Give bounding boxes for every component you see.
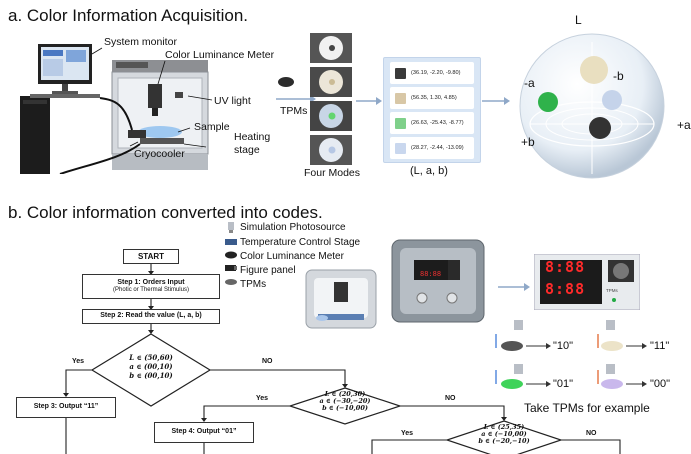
display-top-digits: 8:88	[545, 258, 586, 276]
legend-meter: Color Luminance Meter	[240, 251, 344, 262]
d2-line-L: L ∈ (20,30)	[324, 390, 366, 398]
d3-no: NO	[586, 430, 597, 437]
tpm-state-00	[601, 379, 623, 389]
heating-label-1: Heating	[234, 131, 271, 143]
cryocooler-unit	[20, 96, 50, 174]
arrow-to-lab	[356, 97, 382, 105]
d1-yes: Yes	[72, 358, 85, 365]
flowchart-connectors	[63, 264, 621, 454]
lab-row-1: (36.19, -2.20, -9.80)	[390, 62, 474, 84]
section-a-title: a. Color Information Acquisition.	[8, 6, 249, 25]
d2-no: NO	[445, 395, 456, 402]
legend-panel: Figure panel	[240, 265, 296, 276]
meter-shape	[148, 84, 162, 108]
stage-icon	[225, 239, 237, 245]
tpm-state-10	[501, 341, 523, 351]
tpm-state-01	[501, 379, 523, 389]
d2-line-a: a ∈ (−30,−20)	[319, 396, 371, 405]
code-examples-graphics	[495, 320, 647, 389]
meter-label: Color Luminance Meter	[165, 49, 275, 61]
d3-yes: Yes	[401, 430, 414, 437]
meter-icon	[225, 251, 237, 259]
cryocooler-label: Cryocooler	[134, 148, 185, 160]
bulb-icon	[228, 222, 234, 233]
tpms-label: TPMs	[280, 105, 308, 117]
tpm-icon	[225, 279, 237, 285]
d1-line-b: b ∈ (00,10)	[129, 370, 173, 380]
d2-line-b: b ∈ (−10,00)	[322, 403, 368, 412]
start-node: START	[123, 249, 179, 264]
step2-node: Step 2: Read the value (L, a, b)	[82, 309, 220, 324]
sphere-ball-blue	[602, 90, 622, 110]
d2-yes: Yes	[256, 395, 269, 402]
axis-L-label: L	[575, 13, 582, 27]
legend-tpms: TPMs	[240, 279, 267, 290]
step4-node: Step 4: Output “01”	[154, 422, 254, 443]
decision-3-text: L ∈ (25,35) a ∈ (−10,00) b ∈ (−20,−10)	[464, 424, 544, 444]
lab-value-1: (36.19, -2.20, -9.80)	[411, 70, 461, 76]
axis-neg-b-label: -b	[613, 69, 624, 83]
lab-setup-illustration	[20, 44, 213, 174]
step1-node: Step 1: Orders Input (Photic or Thermal …	[82, 274, 220, 299]
display-bottom-digits: 8:88	[545, 280, 586, 298]
step1-subtitle: (Photic or Thermal Stimulus)	[113, 287, 189, 294]
decision-2-text: L ∈ (20,30) a ∈ (−30,−20) b ∈ (−10,00)	[305, 391, 385, 411]
step1-title: Step 1: Orders Input	[117, 279, 185, 287]
sphere-ball-dark	[589, 117, 611, 139]
lab-row-4: (28.27, -2.44, -13.09)	[390, 137, 474, 159]
lab-swatch-2	[395, 92, 406, 104]
lab-swatch-4	[395, 142, 406, 154]
lab-values-panel: (36.19, -2.20, -9.80) (56.35, 1.30, 4.85…	[383, 57, 481, 163]
lab-value-4: (28.27, -2.44, -13.09)	[411, 145, 464, 151]
lab-value-2: (56.35, 1.30, 4.85)	[411, 95, 457, 101]
lab-row-2: (56.35, 1.30, 4.85)	[390, 87, 474, 109]
code-00: "00"	[650, 378, 671, 390]
code-10: "10"	[553, 340, 574, 352]
four-modes-label: Four Modes	[304, 167, 361, 179]
figure-panel-display	[534, 254, 640, 310]
controller-digits: 88:88	[420, 270, 442, 278]
system-monitor-label: System monitor	[104, 36, 177, 48]
lab-value-3: (26.63, -25.43, -8.77)	[411, 120, 464, 126]
lab-swatch-3	[395, 117, 406, 129]
four-modes-photos	[310, 33, 352, 165]
step3-node: Step 3: Output “11”	[16, 397, 116, 418]
lab-label: (L, a, b)	[410, 165, 448, 177]
display-caption: TPMs	[606, 288, 618, 293]
code-01: "01"	[553, 378, 574, 390]
d3-line-a: a ∈ (−10,00)	[481, 429, 527, 438]
d1-line-L: L ∈ (50,60)	[129, 353, 173, 362]
arrow-to-sphere	[482, 97, 510, 105]
lab-color-sphere	[519, 33, 665, 179]
legend-icons	[225, 222, 237, 285]
axis-pos-b-label: +b	[521, 135, 535, 149]
decision-1	[90, 333, 212, 407]
devices-illustration	[305, 239, 485, 329]
tpm-state-11	[601, 341, 623, 351]
lab-swatch-1	[395, 67, 406, 79]
axis-neg-a-label: -a	[524, 76, 535, 90]
d1-line-a: a ∈ (00,10)	[129, 361, 173, 371]
d3-line-L: L ∈ (25,35)	[483, 423, 525, 431]
sphere-ball-green	[538, 92, 558, 112]
heating-label-2: stage	[234, 144, 260, 156]
decision-3	[445, 420, 563, 454]
axis-pos-a-label: +a	[677, 118, 691, 132]
sample-label: Sample	[194, 121, 230, 133]
panel-icon	[225, 265, 237, 271]
d1-no: NO	[262, 358, 273, 365]
lab-row-3: (26.63, -25.43, -8.77)	[390, 112, 474, 134]
d3-line-b: b ∈ (−20,−10)	[478, 436, 530, 445]
decision-2	[288, 387, 402, 425]
sphere-ball-beige	[580, 56, 608, 84]
legend-stage: Temperature Control Stage	[240, 237, 361, 248]
example-caption: Take TPMs for example	[524, 401, 650, 415]
legend-photosource: Simulation Photosource	[240, 222, 346, 233]
code-11: "11"	[650, 340, 670, 352]
uv-light-label: UV light	[214, 95, 251, 107]
decision-1-text: L ∈ (50,60) a ∈ (00,10) b ∈ (00,10)	[121, 353, 181, 380]
arrow-to-display	[498, 283, 530, 291]
section-b-title: b. Color information converted into code…	[8, 203, 323, 222]
